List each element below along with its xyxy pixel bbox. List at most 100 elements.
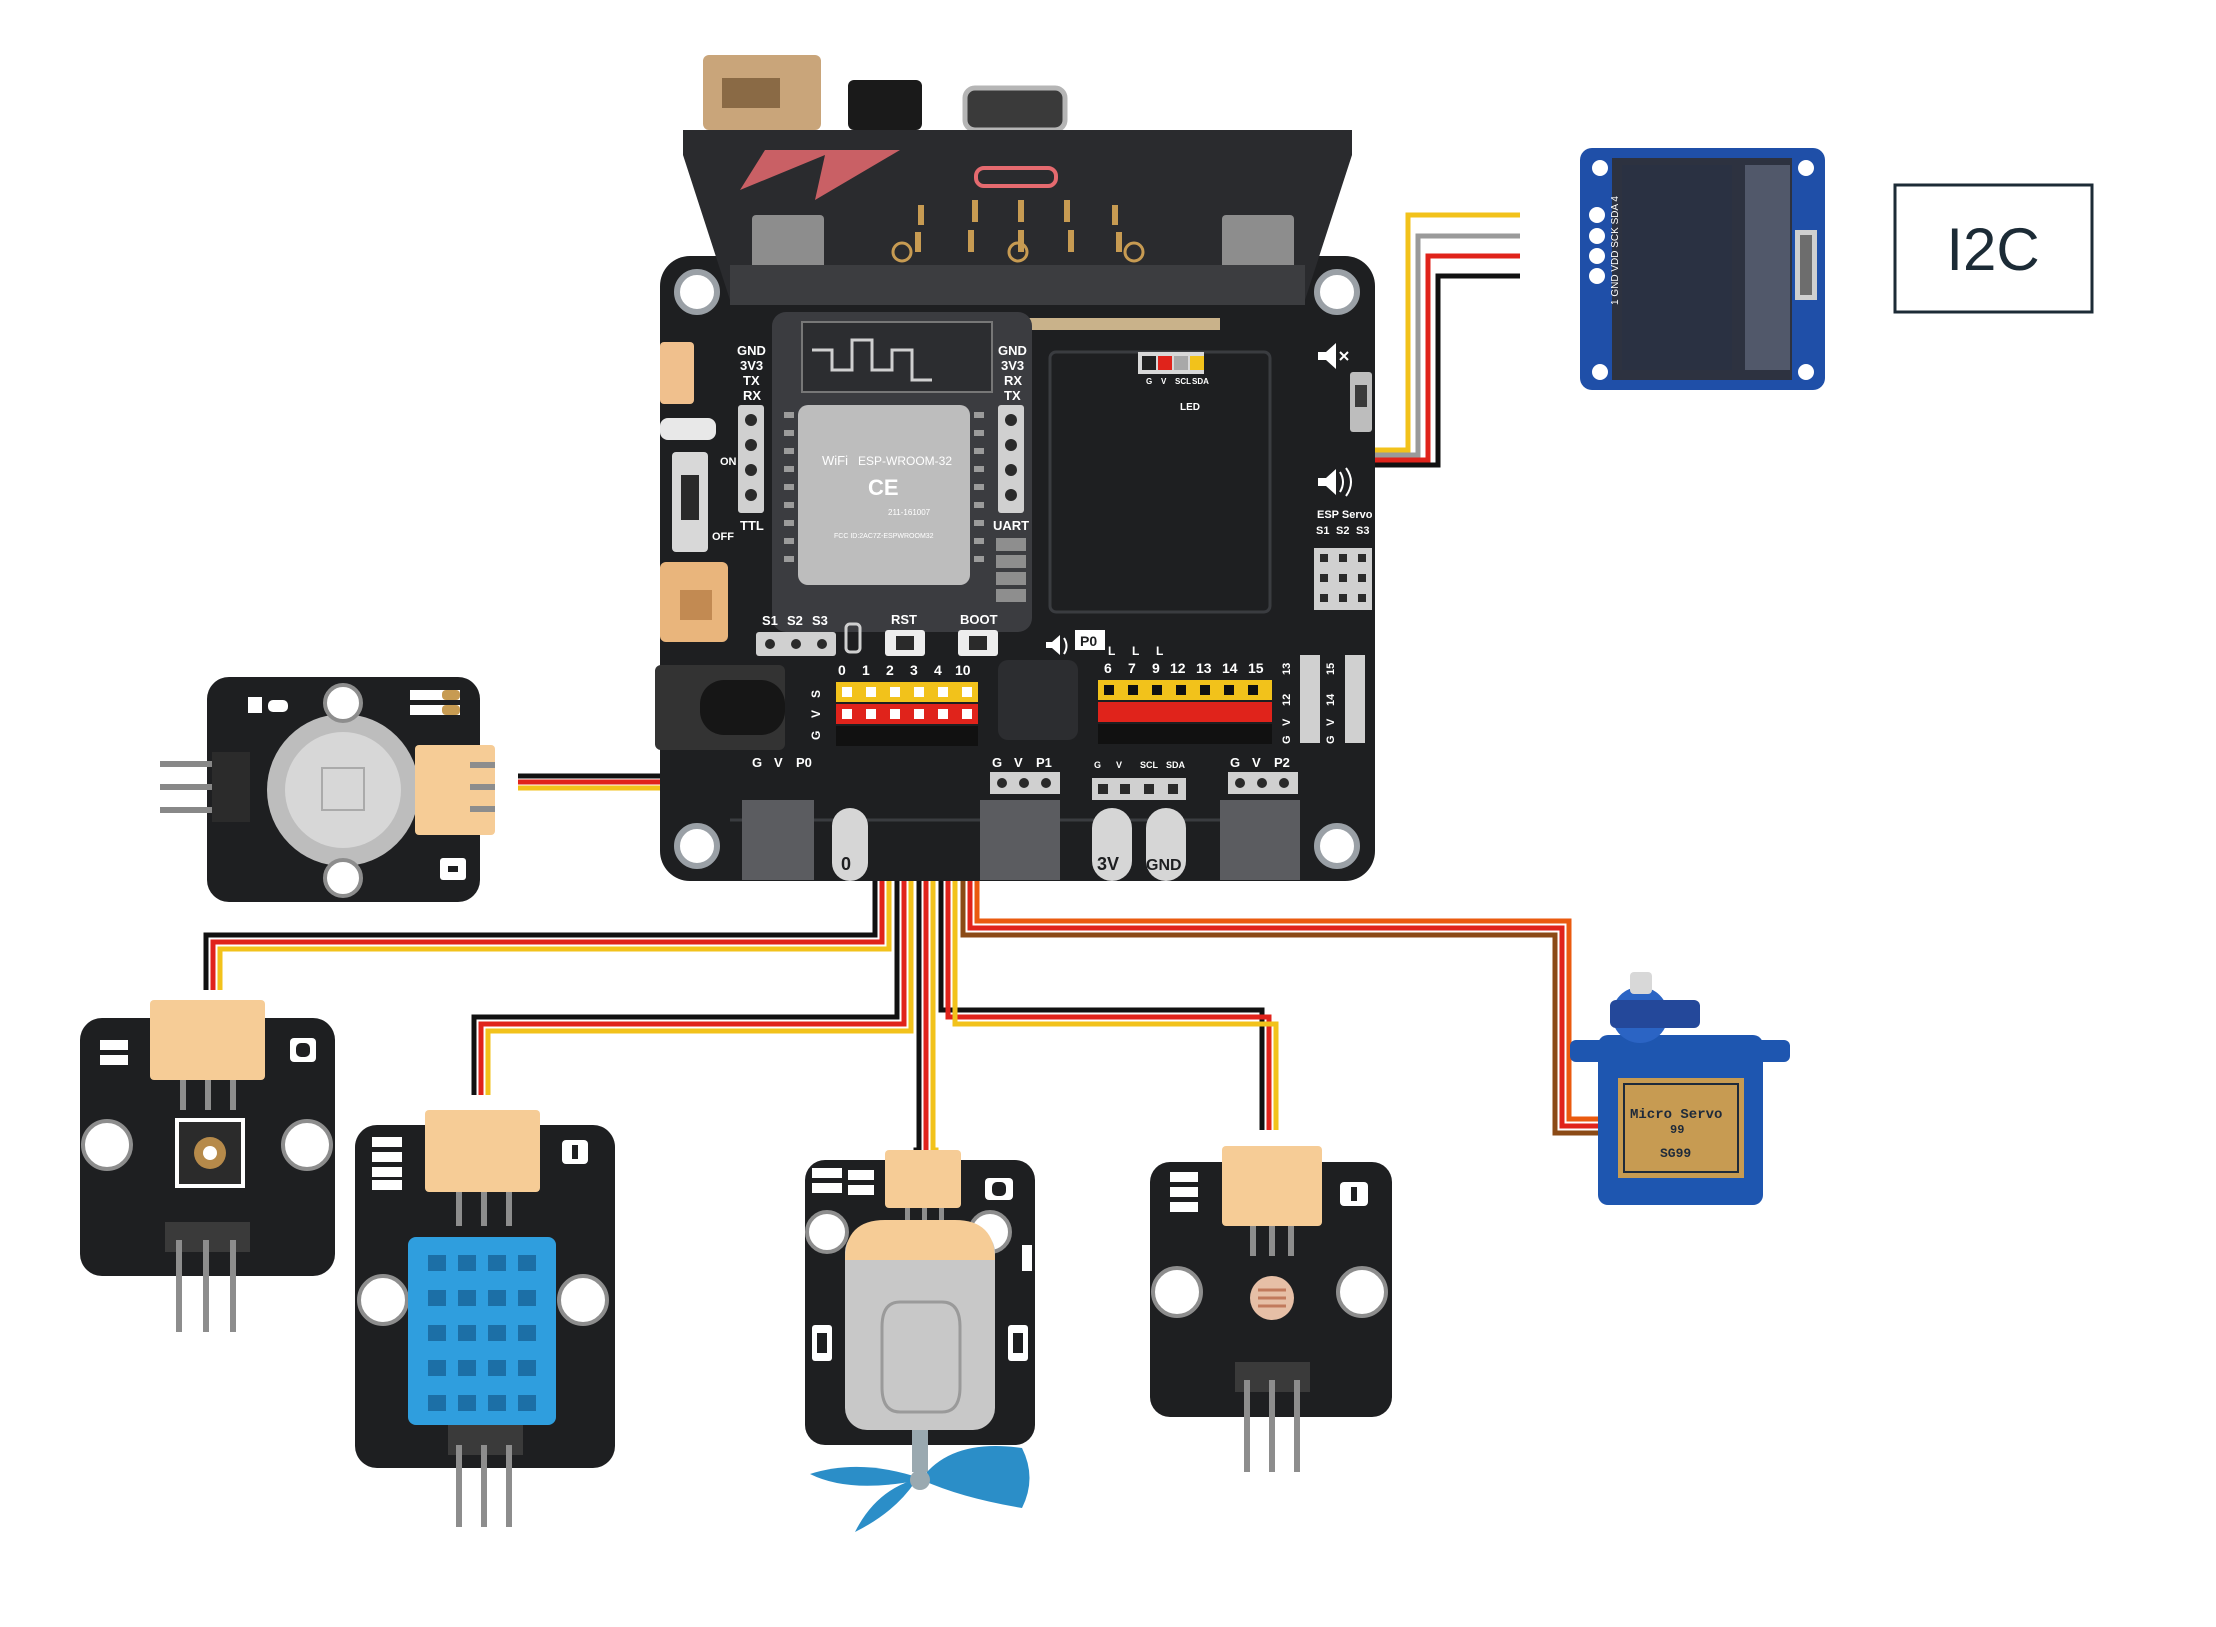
- switch-on-label: ON: [720, 456, 737, 468]
- io-num-1: 1: [862, 662, 870, 678]
- io-right-l-1: L: [1108, 644, 1115, 658]
- ttl-pin-1: GND: [737, 343, 766, 358]
- bh2-g: G: [1094, 760, 1101, 770]
- btn-s1-label: S1: [762, 613, 778, 628]
- ttl-pin-2: 3V3: [740, 358, 763, 373]
- i2c-header: G V SCL SDA LED: [1138, 352, 1209, 413]
- btn-s3-label: S3: [812, 613, 828, 628]
- servo-header-s2: S2: [1336, 525, 1349, 537]
- gvs-g: G: [809, 731, 823, 740]
- uart-header: GND 3V3 RX TX UART: [993, 343, 1029, 602]
- bottom-headers: G V P0 G V P1 G V SCL SDA G V P2: [742, 755, 1300, 880]
- switch-off-label: OFF: [712, 531, 734, 543]
- btn-s2-label: S2: [787, 613, 803, 628]
- bh2-scl: SCL: [1140, 760, 1159, 770]
- io-right-12: 12: [1170, 660, 1186, 676]
- bh1-g: G: [992, 755, 1002, 770]
- speaker-icon: [1318, 467, 1352, 497]
- microbit-board: [683, 55, 1352, 330]
- servo-label-line1: Micro Servo: [1630, 1107, 1722, 1123]
- io-num-3: 3: [910, 662, 918, 678]
- edge-pad-gnd: GND: [1146, 857, 1182, 874]
- oled-pin-labels: 1 GND VDD SCK SDA 4: [1610, 196, 1621, 305]
- bh1-p1: P1: [1036, 755, 1052, 770]
- ttl-label: TTL: [740, 518, 764, 533]
- io-right-7: 7: [1128, 660, 1136, 676]
- servo-header-s1: S1: [1316, 525, 1329, 537]
- col14-v: V: [1325, 718, 1337, 726]
- module-fcc: FCC ID:2AC7Z-ESPWROOM32: [834, 533, 934, 540]
- uart-pin-2: 3V3: [1001, 358, 1024, 373]
- i2c-pin-sda: SDA: [1192, 377, 1209, 386]
- io-right-15: 15: [1248, 660, 1264, 676]
- bh0-v: V: [774, 755, 783, 770]
- ttl-header: GND 3V3 TX RX TTL: [737, 343, 766, 533]
- io-num-0: 0: [838, 662, 846, 678]
- io-num-10: 10: [955, 662, 971, 678]
- i2c-label: I2C: [1946, 216, 2039, 283]
- io-right-l-3: L: [1156, 644, 1163, 658]
- io-num-4: 4: [934, 662, 942, 678]
- boot-label: BOOT: [960, 612, 998, 627]
- edge-pads: 0 3V GND: [832, 808, 1186, 881]
- servo-label-line3: SG99: [1660, 1146, 1691, 1161]
- bh0-p0: P0: [796, 755, 812, 770]
- gvs-s: S: [809, 690, 823, 698]
- mounting-holes: [674, 269, 1360, 869]
- dht11-module: [355, 1110, 615, 1527]
- bh3-g: G: [1230, 755, 1240, 770]
- mute-icon: [1318, 343, 1349, 369]
- ttl-pin-3: TX: [743, 373, 760, 388]
- bh3-p2: P2: [1274, 755, 1290, 770]
- io-header-right: L L L 6 7 9 12 13 14 15 13 12 V G 15 14 …: [1098, 644, 1365, 744]
- fan-motor-module: [805, 1150, 1035, 1532]
- oled-display: 1 GND VDD SCK SDA 4: [1580, 148, 1825, 390]
- col12-v: V: [1281, 718, 1293, 726]
- expansion-board: ON OFF GND 3V3 TX RX TTL WiFi ESP-WROOM-…: [655, 55, 1375, 881]
- bh2-v: V: [1116, 760, 1122, 770]
- bh1-v: V: [1014, 755, 1023, 770]
- servo-header-title: ESP Servo: [1317, 509, 1373, 521]
- module-brand: WiFi: [822, 453, 848, 468]
- button-row: S1 S2 S3 RST BOOT: [756, 612, 998, 656]
- rst-label: RST: [891, 612, 917, 627]
- esp32-module: WiFi ESP-WROOM-32 CE 211-161007 FCC ID:2…: [772, 312, 1032, 632]
- i2c-pin-scl: SCL: [1175, 377, 1191, 386]
- io-num-2: 2: [886, 662, 894, 678]
- io-header-main: G V S 0 1 2 3 4 10: [809, 662, 978, 746]
- ttl-pin-4: RX: [743, 388, 761, 403]
- module-model: ESP-WROOM-32: [858, 454, 952, 468]
- uart-pin-1: GND: [998, 343, 1027, 358]
- micro-servo: Micro Servo 99 SG99: [1570, 972, 1790, 1205]
- io-right-6: 6: [1104, 660, 1112, 676]
- bh0-g: G: [752, 755, 762, 770]
- bh3-v: V: [1252, 755, 1261, 770]
- col14-g: G: [1325, 735, 1337, 744]
- uart-pin-4: TX: [1004, 388, 1021, 403]
- uart-label: UART: [993, 518, 1029, 533]
- servo-header-s3: S3: [1356, 525, 1369, 537]
- light-sensor-module: [1150, 1146, 1392, 1472]
- col12-g: G: [1281, 735, 1293, 744]
- gvs-v: V: [809, 710, 823, 718]
- led-label: LED: [1180, 402, 1200, 413]
- col12-num: 12: [1281, 694, 1293, 706]
- module-cert: CE: [868, 475, 899, 500]
- bh2-sda: SDA: [1166, 760, 1186, 770]
- io-right-14: 14: [1222, 660, 1238, 676]
- io-right-9: 9: [1152, 660, 1160, 676]
- i2c-label-box: I2C: [1893, 183, 2094, 314]
- i2c-pin-v: V: [1161, 377, 1167, 386]
- io-right-l-2: L: [1132, 644, 1139, 658]
- col14-num: 14: [1325, 693, 1337, 706]
- led-module: [80, 1000, 335, 1332]
- uart-pin-3: RX: [1004, 373, 1022, 388]
- speaker-p0-label: P0: [1080, 633, 1097, 649]
- pir-sensor-module: [160, 677, 495, 902]
- col13-num: 13: [1281, 663, 1293, 675]
- i2c-pin-g: G: [1146, 377, 1152, 386]
- io-right-13: 13: [1196, 660, 1212, 676]
- esp-servo-header: ESP Servo S1 S2 S3: [1314, 509, 1373, 610]
- module-ic: 211-161007: [888, 508, 931, 517]
- edge-pad-0: 0: [841, 854, 851, 874]
